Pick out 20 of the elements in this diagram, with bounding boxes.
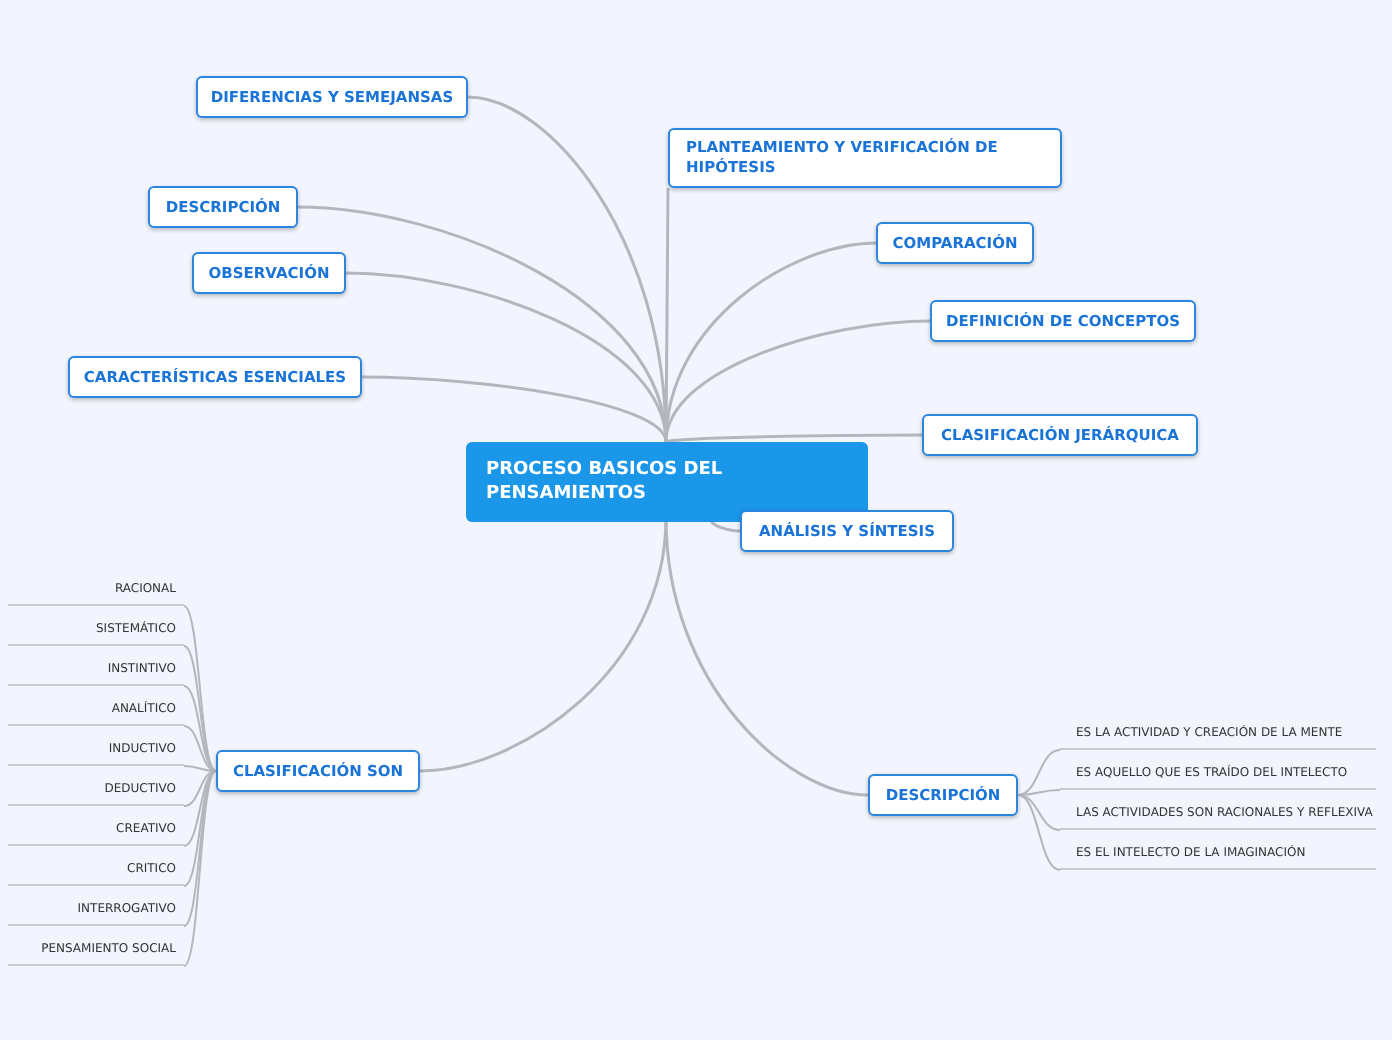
connector-line — [664, 517, 869, 797]
connector-line — [1017, 789, 1061, 796]
connector-line — [183, 770, 217, 847]
connector-line — [183, 685, 217, 772]
connector-line — [183, 645, 217, 772]
connector-line — [361, 375, 668, 443]
connector-line — [1017, 749, 1061, 796]
central-topic-box: PROCESO BASICOS DEL PENSAMIENTOS — [466, 442, 868, 522]
connector-line — [1017, 794, 1061, 871]
connector-line — [183, 770, 217, 967]
connector-line — [183, 725, 217, 772]
connector-line — [419, 517, 668, 773]
connector-line — [708, 517, 741, 533]
connector-line — [183, 605, 217, 772]
connector-line — [183, 770, 217, 927]
connector-line — [1017, 794, 1061, 831]
connector-line — [183, 765, 217, 772]
connector-line — [183, 770, 217, 807]
connector-line — [183, 770, 217, 887]
connector-line — [665, 433, 922, 444]
